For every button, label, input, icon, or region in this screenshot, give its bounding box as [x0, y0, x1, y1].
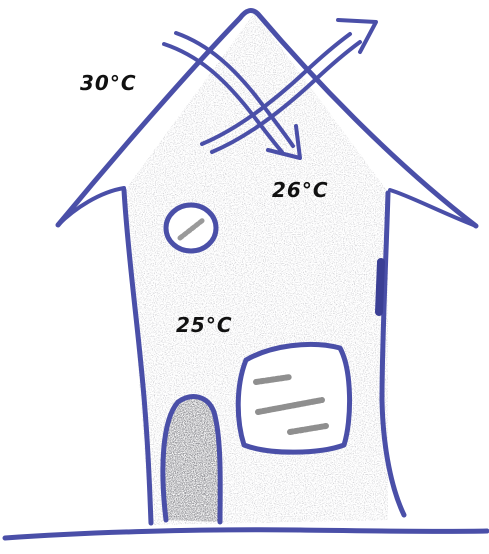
- large-window: [235, 341, 353, 455]
- arrow-up-right-icon: [200, 18, 378, 154]
- interior-temperature-label: 25°C: [176, 313, 233, 337]
- right-wall: [379, 190, 407, 518]
- roof-outline: [55, 8, 479, 229]
- left-wall: [121, 187, 154, 526]
- attic-temperature-label: 26°C: [272, 178, 329, 202]
- roof-underside: [56, 186, 478, 228]
- door: [160, 394, 223, 525]
- large-window-reflections: [253, 374, 329, 435]
- arrow-down-right-icon: [162, 31, 302, 160]
- right-wall-thick-stroke: [375, 258, 385, 316]
- small-window-reflection: [177, 217, 206, 241]
- ground-line: [2, 527, 489, 541]
- outside-temperature-label: 30°C: [80, 71, 137, 95]
